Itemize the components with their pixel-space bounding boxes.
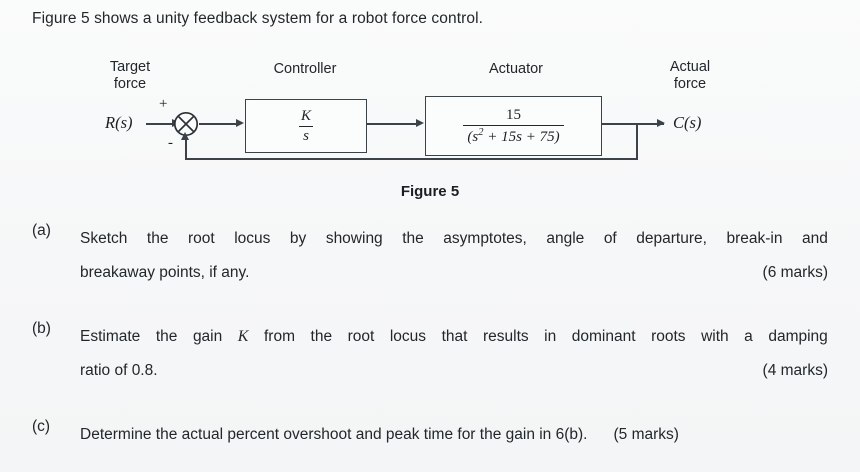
qa-w1: the [146,230,169,247]
qb-w0: Estimate [80,328,141,345]
wire-feedback-horizontal [185,158,638,160]
controller-denominator: s [299,125,313,144]
question-c-body: Determine the actual percent overshoot a… [80,418,828,452]
actuator-block: 15 (s2 + 15s + 75) [425,96,602,156]
output-label-line2: force [673,76,707,92]
input-signal-label: R(s) [105,113,133,132]
qa-w7: asymptotes, [443,230,527,247]
arrow-output [657,119,665,127]
qb-w7: that [441,328,468,345]
input-label: Target force [92,59,168,93]
controller-title: Controller [273,61,337,77]
question-c: (c) Determine the actual percent oversho… [32,418,828,452]
input-label-line2: force [113,76,147,92]
question-b-line2-text: ratio of 0.8. [80,362,158,379]
question-b-marks: (4 marks) [762,362,828,379]
qb-w11: roots [651,328,686,345]
qb-w5: root [347,328,375,345]
actuator-numerator: 15 [505,107,521,124]
controller-transfer-function: K s [297,108,315,144]
actuator-denominator-post: + 15s + 75) [483,128,560,145]
qb-w14: damping [768,328,828,345]
qa-w9: of [603,230,617,247]
wire-feedback-up [185,139,187,159]
qa-w2: root [187,230,215,247]
qa-w0: Sketch [80,230,128,247]
qa-w11: break-in [726,230,783,247]
qb-w3: from [263,328,295,345]
wire-controller-to-actuator [367,123,419,125]
arrow-actuator [416,119,424,127]
qa-w3: locus [234,230,271,247]
qa-w5: showing [325,230,383,247]
output-label-line1: Actual [669,59,711,75]
actuator-denominator-pre: (s [467,128,479,145]
qb-w9: in [544,328,557,345]
block-diagram: Target force R(s) + - Controller K [0,55,860,180]
plus-sign-label: + [159,96,168,112]
wire-input [146,123,174,125]
qa-w6: the [402,230,424,247]
actuator-title: Actuator [489,61,543,77]
qa-w10: departure, [636,230,707,247]
wire-error [199,123,239,125]
qb-w2: gain [192,328,223,345]
question-c-label: (c) [32,418,51,435]
question-a: (a) Sketch the root locus by showing the… [32,222,828,290]
qb-gain-variable: K [237,328,249,345]
qb-w10: dominant [571,328,636,345]
arrow-feedback [181,132,189,140]
question-a-line2: breakaway points, if any. (6 marks) [80,256,828,290]
intro-text: Figure 5 shows a unity feedback system f… [32,10,484,27]
question-b-label: (b) [32,320,51,337]
controller-numerator: K [300,108,311,125]
qa-w12: and [801,230,828,247]
question-a-line1: Sketch the root locus by showing the asy… [80,222,828,256]
wire-output [602,123,664,125]
figure-caption: Figure 5 [400,183,460,200]
arrow-error [236,119,244,127]
qb-w1: the [155,328,178,345]
question-c-line1: Determine the actual percent overshoot a… [80,418,828,452]
actuator-denominator: (s2 + 15s + 75) [463,124,564,145]
qb-w13: a [744,328,753,345]
qb-w8: results [482,328,529,345]
minus-sign-label: - [168,135,173,151]
question-a-marks: (6 marks) [762,264,828,281]
question-b-line1: Estimate the gain K from the root locus … [80,320,828,354]
question-b: (b) Estimate the gain K from the root lo… [32,320,828,388]
qb-w4: the [310,328,333,345]
controller-block: K s [245,99,367,153]
question-b-body: Estimate the gain K from the root locus … [80,320,828,388]
question-a-label: (a) [32,222,51,239]
qa-w4: by [289,230,307,247]
input-label-line1: Target [109,59,151,75]
output-signal-label: C(s) [673,113,702,132]
wire-feedback-down [636,123,638,159]
qb-w12: with [701,328,729,345]
qb-w6: locus [389,328,427,345]
qa-w8: angle [546,230,585,247]
question-b-line2: ratio of 0.8. (4 marks) [80,354,828,388]
actuator-denominator-exponent: 2 [478,126,484,138]
question-a-body: Sketch the root locus by showing the asy… [80,222,828,290]
question-c-line1-text: Determine the actual percent overshoot a… [80,426,588,443]
question-a-line2-text: breakaway points, if any. [80,264,250,281]
actuator-transfer-function: 15 (s2 + 15s + 75) [463,107,564,145]
output-label: Actual force [650,59,730,93]
question-c-marks: (5 marks) [613,426,679,443]
